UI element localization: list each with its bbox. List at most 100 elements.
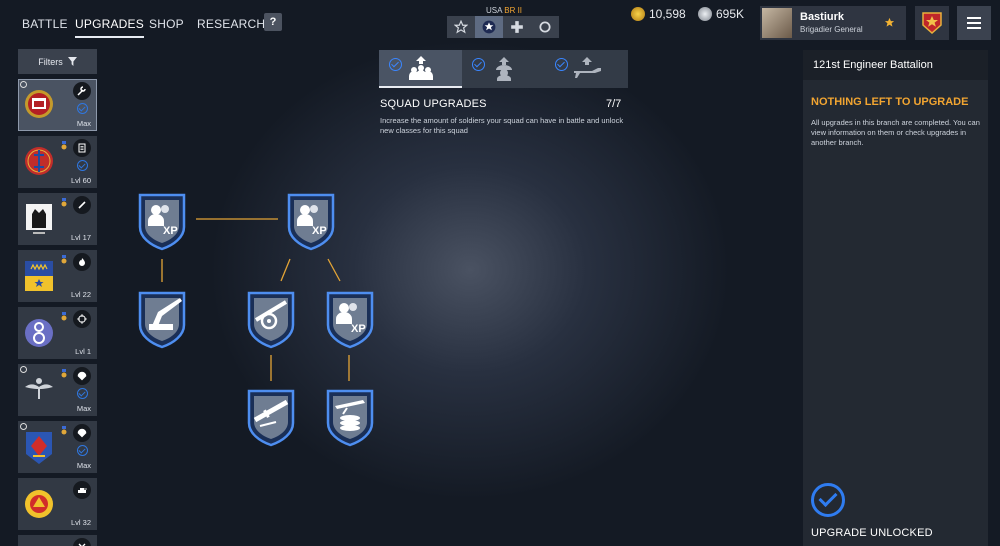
soldier-upgrade-icon <box>495 57 512 81</box>
filters-label: Filters <box>38 56 63 67</box>
status-dot-icon <box>20 81 27 88</box>
tab-vehicle-upgrades[interactable] <box>545 50 628 88</box>
svg-text:XP: XP <box>312 225 327 237</box>
medal-icon <box>61 426 67 435</box>
medal-icon <box>61 312 67 321</box>
upgrade-status-heading: NOTHING LEFT TO UPGRADE <box>811 96 969 108</box>
squad-emblem-icon <box>25 90 53 118</box>
branch-complete-check-icon <box>472 58 485 71</box>
tab-research[interactable]: RESEARCH <box>197 17 266 31</box>
squad-emblem-icon <box>26 204 52 234</box>
parachute-icon <box>73 367 91 385</box>
upgrade-unlocked-label: UPGRADE UNLOCKED <box>811 527 933 539</box>
avatar <box>762 8 792 38</box>
squad-card[interactable]: Max <box>18 421 97 473</box>
squad-level: Max <box>76 404 91 413</box>
branch-complete-check-icon <box>389 58 402 71</box>
squad-level: Lvl 60 <box>70 176 91 185</box>
profile-card[interactable]: Bastiurk Brigadier General <box>760 6 906 40</box>
svg-text:XP: XP <box>351 323 366 335</box>
squad-emblem-icon <box>25 261 53 291</box>
medal-icon <box>61 198 67 207</box>
section-title: SQUAD UPGRADES <box>380 98 487 110</box>
gold-display: 10,598 <box>631 7 686 21</box>
upgrade-node-squad-size-2[interactable]: XP <box>287 193 335 251</box>
squad-emblem-icon <box>25 319 53 347</box>
rank-badge-button[interactable] <box>915 6 949 40</box>
squad-upgrade-icon <box>408 56 433 80</box>
upgraded-check-icon <box>77 103 88 114</box>
upgrade-node-gun-class[interactable] <box>247 291 295 349</box>
squad-level: Lvl 17 <box>70 233 91 242</box>
upgraded-check-icon <box>77 388 88 399</box>
squad-emblem-icon <box>25 147 53 175</box>
squad-level: Max <box>76 119 91 128</box>
tab-shop[interactable]: SHOP <box>149 17 184 31</box>
squad-card[interactable]: Lvl 22 <box>18 250 97 302</box>
silver-amount: 695K <box>716 7 745 21</box>
branch-complete-check-icon <box>555 58 568 71</box>
flame-icon <box>73 253 91 271</box>
rocket-launcher-icon <box>253 399 289 427</box>
tree-connectors <box>161 218 350 381</box>
nation-label: USA BR II <box>446 6 562 15</box>
tab-soldier-upgrades[interactable] <box>462 50 545 88</box>
mode-star-filled-button[interactable] <box>475 16 503 38</box>
upgraded-check-icon <box>77 445 88 456</box>
squad-sidebar: Filters Max Lvl 60 Lvl 17 <box>18 49 97 546</box>
circle-icon <box>539 21 551 33</box>
squad-card[interactable]: Max <box>18 364 97 416</box>
upgrade-node-squad-size[interactable]: XP <box>138 193 186 251</box>
gold-coin-icon <box>631 7 645 21</box>
squad-name: 121st Engineer Battalion <box>813 59 933 71</box>
menu-button[interactable] <box>957 6 991 40</box>
tab-squad-upgrades[interactable] <box>379 50 462 88</box>
cross-icon <box>511 21 523 33</box>
medal-icon <box>61 255 67 264</box>
gold-amount: 10,598 <box>649 7 686 21</box>
machine-gun-icon <box>335 400 365 431</box>
upgrade-status-description: All upgrades in this branch are complete… <box>811 118 980 147</box>
squad-level: Max <box>76 461 91 470</box>
squad-card[interactable]: Max <box>18 79 97 131</box>
squad-card[interactable] <box>18 535 97 546</box>
hamburger-icon <box>967 17 981 29</box>
squad-level: Lvl 22 <box>70 290 91 299</box>
squad-emblem-icon <box>25 490 53 518</box>
connector-line <box>280 258 291 282</box>
status-dot-icon <box>20 366 27 373</box>
squad-card[interactable]: Lvl 17 <box>18 193 97 245</box>
tab-upgrades[interactable]: UPGRADES <box>75 17 144 38</box>
squad-card[interactable]: Lvl 60 <box>18 136 97 188</box>
squad-card[interactable]: Lvl 32 <box>18 478 97 530</box>
mode-cross-button[interactable] <box>503 16 531 38</box>
filters-button[interactable]: Filters <box>18 49 97 74</box>
silver-coin-icon <box>698 7 712 21</box>
upgrade-node-mg-class[interactable] <box>326 389 374 447</box>
wrench-icon <box>73 82 91 100</box>
player-rank: Brigadier General <box>800 25 863 34</box>
section-description: Increase the amount of soldiers your squ… <box>380 116 624 135</box>
upgraded-check-icon <box>77 160 88 171</box>
tab-battle[interactable]: BATTLE <box>22 17 68 31</box>
artillery-icon <box>254 300 288 330</box>
section-count: 7/7 <box>606 98 622 110</box>
upgrade-info-panel: 121st Engineer Battalion NOTHING LEFT TO… <box>803 50 988 546</box>
medal-icon <box>61 369 67 378</box>
tank-icon <box>73 481 91 499</box>
top-bar: BATTLE UPGRADES SHOP RESEARCH ? USA BR I… <box>0 0 1000 46</box>
parachute-icon <box>73 424 91 442</box>
upgrade-node-squad-size-3[interactable]: XP <box>326 291 374 349</box>
mode-circle-button[interactable] <box>531 16 559 38</box>
squad-emblem-icon <box>25 378 53 399</box>
help-button[interactable]: ? <box>264 13 282 31</box>
mode-star-outline-button[interactable] <box>447 16 475 38</box>
soldiers-xp-icon: XP <box>297 205 327 237</box>
squad-card[interactable]: Lvl 1 <box>18 307 97 359</box>
upgrade-node-mortar-class[interactable] <box>138 291 186 349</box>
connector-line <box>327 258 341 282</box>
upgrade-node-launcher-class[interactable] <box>247 389 295 447</box>
svg-text:XP: XP <box>163 225 178 237</box>
knife-icon <box>73 196 91 214</box>
